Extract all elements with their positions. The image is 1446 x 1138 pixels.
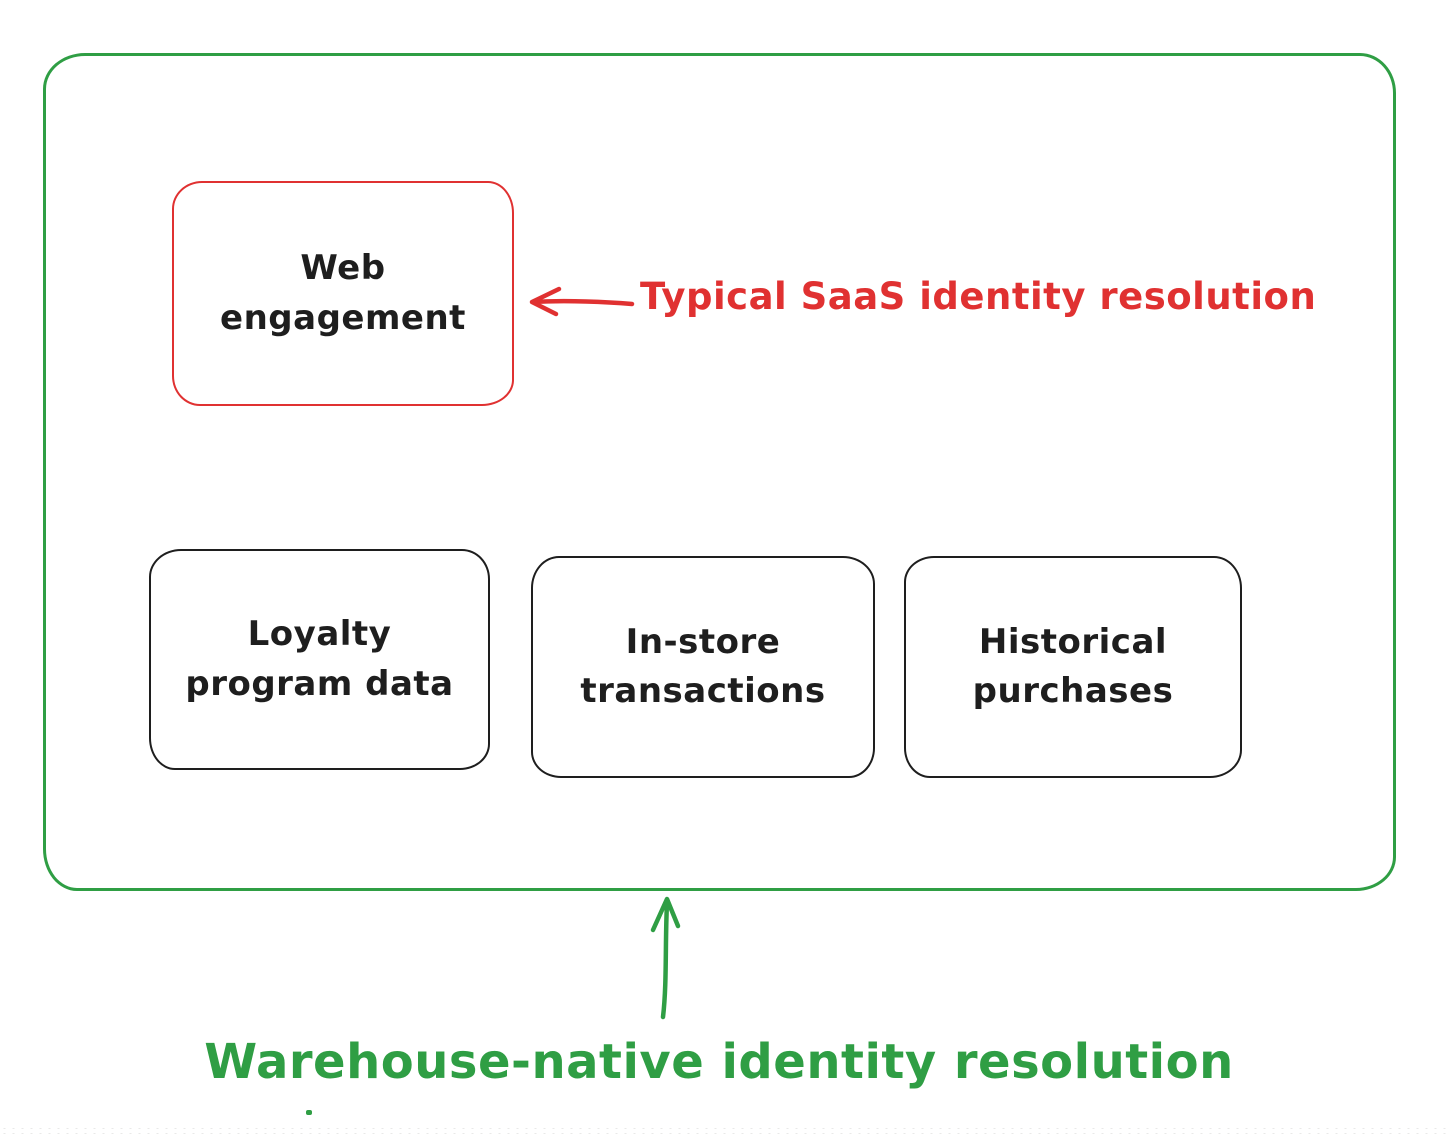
box-historical-purchases: Historical purchases xyxy=(904,556,1242,778)
box-in-store-transactions: In-store transactions xyxy=(531,556,875,778)
stray-green-dot xyxy=(306,1110,312,1115)
saas-annotation-arrow-icon xyxy=(529,286,635,317)
warehouse-annotation-label: Warehouse-native identity resolution xyxy=(204,1034,1234,1090)
bottom-speckle-strip xyxy=(0,1126,1446,1138)
warehouse-annotation-arrow-icon xyxy=(650,896,681,1020)
box-loyalty-program-data: Loyalty program data xyxy=(149,549,490,770)
warehouse-container-box xyxy=(43,53,1396,891)
box-loyalty-program-data-label: Loyalty program data xyxy=(185,614,454,704)
box-in-store-transactions-label: In-store transactions xyxy=(580,621,826,711)
box-historical-purchases-label: Historical purchases xyxy=(972,621,1174,711)
saas-annotation-label: Typical SaaS identity resolution xyxy=(640,275,1317,318)
box-web-engagement: Web engagement xyxy=(172,181,514,406)
box-web-engagement-label: Web engagement xyxy=(220,248,466,338)
